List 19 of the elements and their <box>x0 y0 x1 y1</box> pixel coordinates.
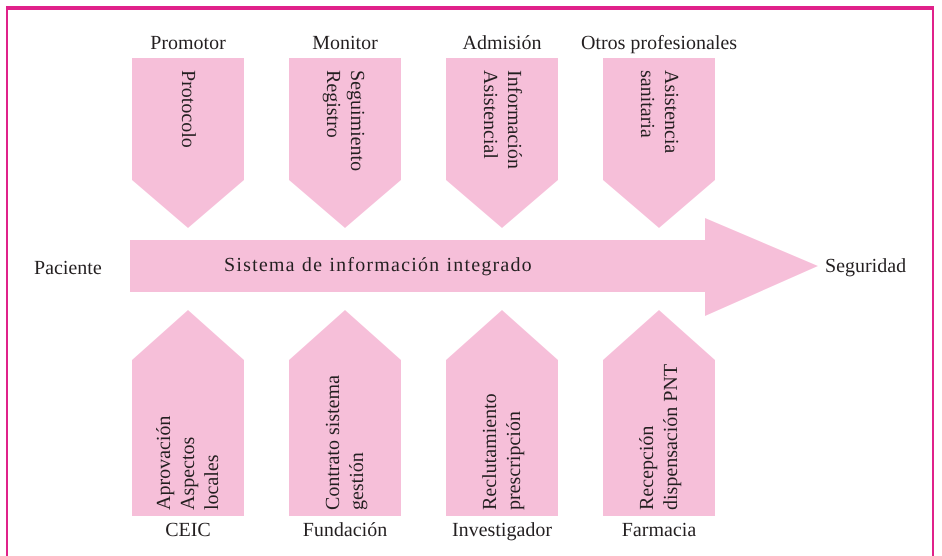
rotated-label: Aprovación Aspectos locales <box>152 414 224 510</box>
rotated-label: Protocolo <box>176 70 200 150</box>
rotated-label: Reclutamiento prescripción <box>478 392 526 510</box>
role-label: Fundación <box>302 519 388 542</box>
rotated-label: Información Asistencial <box>478 70 526 171</box>
role-label: Admisión <box>462 32 542 55</box>
role-label: Monitor <box>312 32 378 55</box>
role-label: Otros profesionales <box>580 32 738 55</box>
role-label: Promotor <box>150 32 226 55</box>
rotated-label: Recepción dispensación PNT <box>635 362 683 510</box>
rotated-label: Asistencia sanitaria <box>635 70 683 156</box>
end-label: Paciente <box>34 257 102 280</box>
rotated-label: Seguimiento Registro <box>321 70 369 174</box>
role-label: Farmacia <box>622 519 696 542</box>
end-label: Seguridad <box>825 255 906 278</box>
role-label: CEIC <box>165 519 211 542</box>
arrow-label: Sistema de información integrado <box>224 254 533 277</box>
role-label: Investigador <box>452 519 552 542</box>
rotated-label: Contrato sistema gestión <box>321 374 369 510</box>
